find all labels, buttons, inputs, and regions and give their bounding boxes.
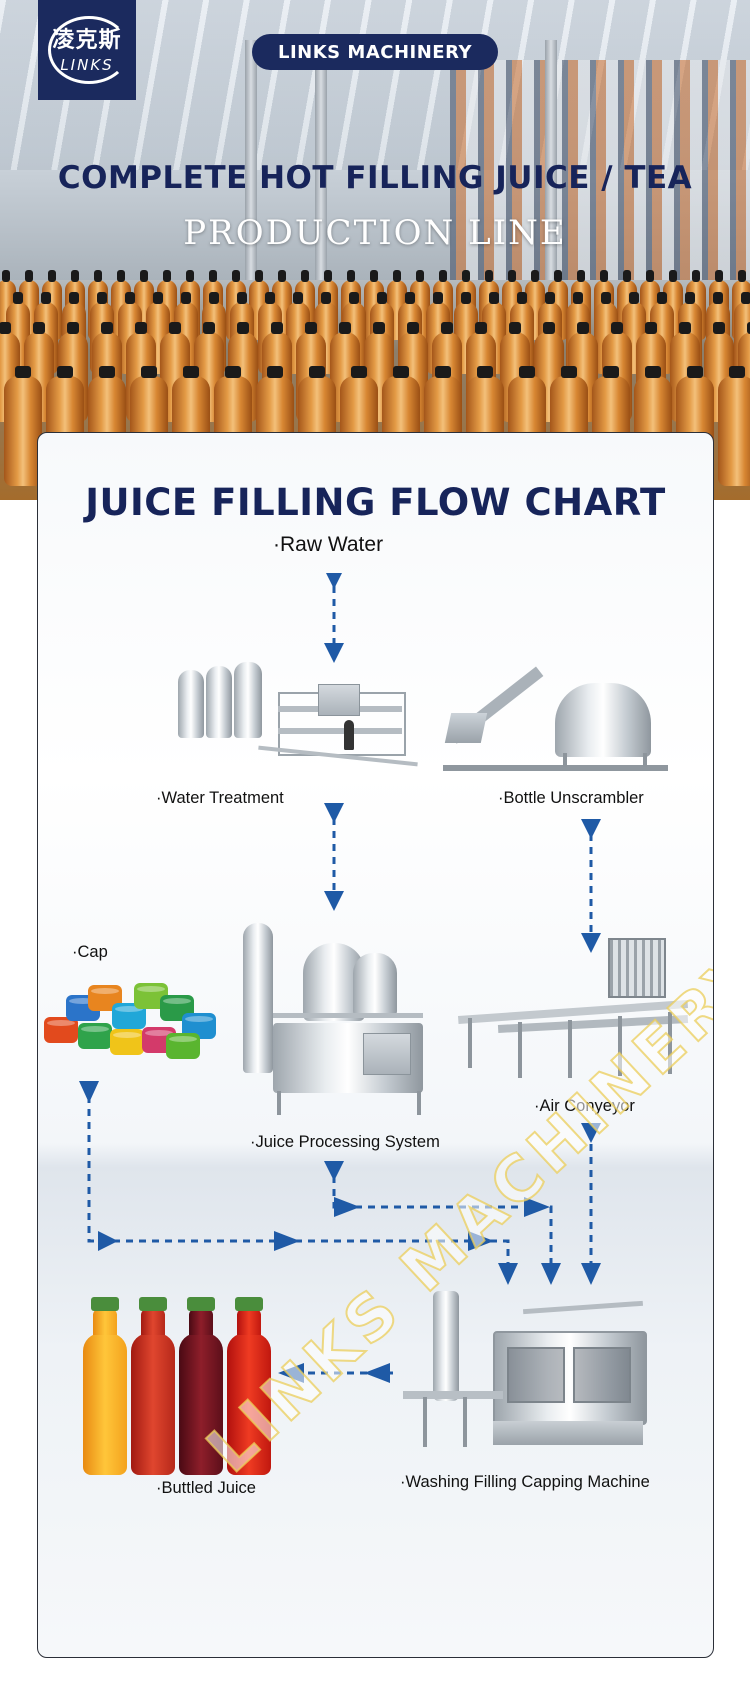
factory-pillar [545,40,557,280]
arrowhead [364,1363,390,1383]
arrow-juice-path [332,1163,553,1273]
arrowhead [98,1231,118,1251]
arrowhead [324,643,344,663]
arrowhead [468,1231,494,1251]
arrowhead [581,819,601,839]
step-bottle-unscrambler: ·Bottle Unscrambler [498,789,644,807]
arrowhead [274,1231,300,1251]
arrowhead [324,891,344,911]
logo-ring-icon [48,16,130,84]
arrowhead [498,1263,518,1285]
water-treatment-machine-image [168,658,418,783]
arrowhead [541,1263,561,1285]
bottle-unscrambler-image [443,666,668,783]
bottled-juice-image [83,1297,271,1483]
hero-bottle [4,366,42,486]
factory-pillar [245,40,257,280]
flow-arrows [79,573,601,1383]
arrowhead [581,1123,601,1143]
flow-chart-title: JUICE FILLING FLOW CHART [85,481,666,524]
arrowhead [324,1161,344,1181]
company-logo: 凌克斯 LINKS [38,0,136,100]
storage-rack [450,60,750,280]
arrowhead [278,1363,304,1383]
hero-title: COMPLETE HOT FILLING JUICE / TEA [57,160,693,196]
air-conveyor-image [458,938,689,1088]
step-washing-filling-capping: ·Washing Filling Capping Machine [400,1473,650,1491]
logo-chinese-text: 凌克斯 [52,28,122,53]
hero-bottle [718,366,750,486]
arrowhead [334,1197,360,1217]
step-bottled-juice: ·Buttled Juice [156,1479,256,1497]
step-air-conveyor: ·Air Conyeyor [534,1097,635,1115]
logo-english-text: LINKS [60,56,114,74]
arrowhead [324,803,344,823]
arrowhead [326,573,342,589]
step-water-treatment: ·Water Treatment [156,789,284,807]
step-juice-processing: ·Juice Processing System [250,1133,440,1151]
washing-filling-capping-machine-image [403,1291,658,1466]
juice-processing-system-image [233,913,433,1123]
hero-banner [0,0,750,500]
factory-pillar [315,40,327,280]
brand-badge: LINKS MACHINERY [252,34,498,70]
step-cap: ·Cap [72,943,108,961]
step-raw-water: ·Raw Water [273,533,384,556]
arrowhead [79,1081,99,1103]
arrowhead [581,933,601,953]
caps-image [38,973,218,1063]
arrowhead [524,1197,550,1217]
hero-subtitle: PRODUCTION LINE [183,213,567,253]
bottle-conveyor-photo [0,270,750,500]
flow-chart-card: JUICE FILLING FLOW CHART [37,432,714,1658]
arrowhead [581,1263,601,1285]
